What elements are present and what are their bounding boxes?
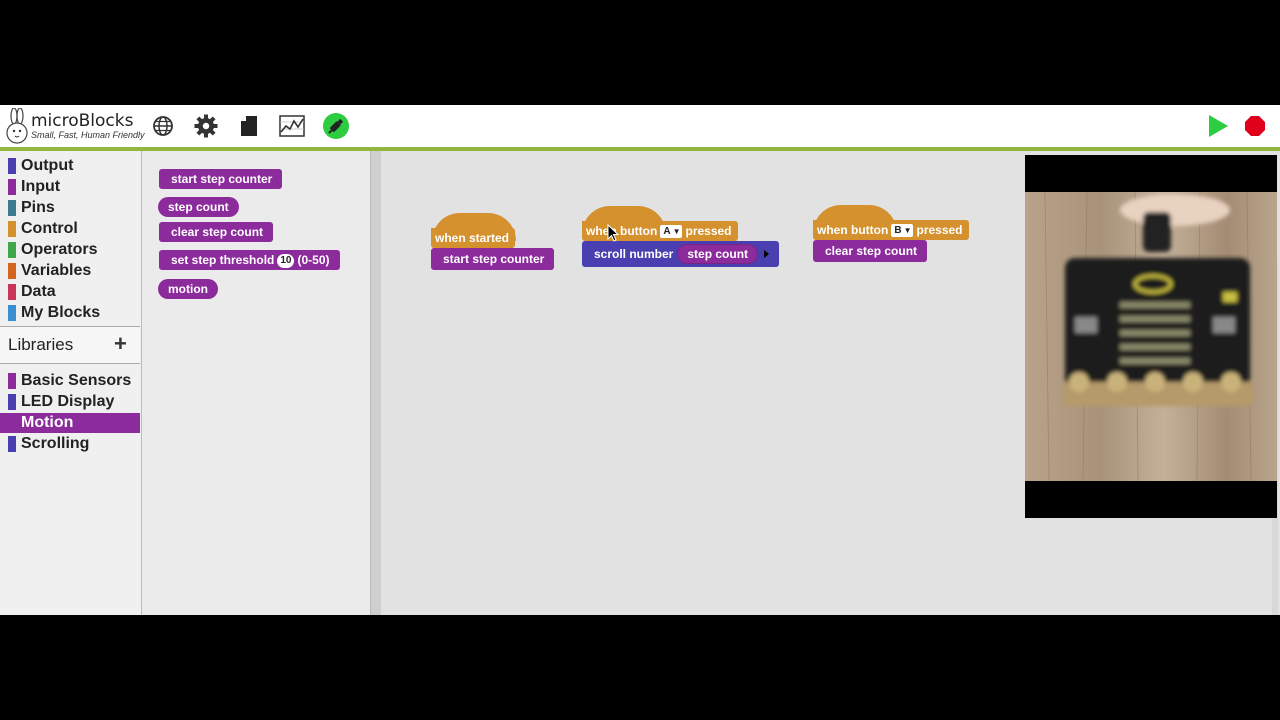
category-color-swatch	[8, 221, 16, 237]
library-motion[interactable]: Motion	[0, 413, 140, 433]
scripting-area[interactable]: when started start step counter when but…	[381, 151, 1280, 615]
dropdown-value: A	[663, 226, 671, 237]
category-color-swatch	[8, 179, 16, 195]
libraries-title: Libraries	[8, 335, 74, 354]
library-color-swatch	[8, 415, 16, 431]
palette-block-motion[interactable]: motion	[158, 279, 218, 299]
category-input[interactable]: Input	[0, 177, 140, 197]
reporter-step-count[interactable]: step count	[677, 244, 759, 264]
stop-button[interactable]	[1241, 112, 1269, 140]
usb-connected-icon	[323, 113, 349, 139]
category-pane: Output Input Pins Control Operators Vari…	[0, 151, 142, 615]
add-library-button[interactable]: +	[114, 331, 127, 356]
command-block-start-step-counter[interactable]: start step counter	[431, 248, 555, 270]
dropdown-value: B	[894, 225, 902, 236]
palette-block-clear-step-count[interactable]: clear step count	[159, 222, 274, 242]
start-button[interactable]	[1204, 112, 1232, 140]
category-label: Variables	[21, 262, 92, 279]
category-label: Pins	[21, 199, 55, 216]
category-pins[interactable]: Pins	[0, 198, 140, 218]
button-dropdown[interactable]: B▼	[891, 224, 914, 237]
category-color-swatch	[8, 284, 16, 300]
connection-button[interactable]	[322, 112, 350, 140]
block-palette: start step counter step count clear step…	[142, 151, 370, 615]
palette-block-start-step-counter[interactable]: start step counter	[159, 169, 283, 189]
category-color-swatch	[8, 263, 16, 279]
button-dropdown[interactable]: A▼	[660, 225, 683, 238]
category-label: Operators	[21, 241, 98, 258]
category-color-swatch	[8, 305, 16, 321]
block-text: pressed	[916, 223, 963, 237]
block-text: pressed	[685, 224, 732, 238]
category-my-blocks[interactable]: My Blocks	[0, 303, 140, 323]
library-label: LED Display	[21, 393, 115, 410]
library-scrolling[interactable]: Scrolling	[0, 434, 140, 454]
category-label: Output	[21, 157, 74, 174]
libraries-header: Libraries +	[0, 326, 140, 364]
category-operators[interactable]: Operators	[0, 240, 140, 260]
library-label: Scrolling	[21, 435, 90, 452]
mouse-cursor-icon	[607, 224, 619, 242]
language-button[interactable]	[149, 112, 177, 140]
dropdown-arrow-icon: ▼	[903, 226, 912, 235]
library-color-swatch	[8, 373, 16, 389]
library-label: Motion	[21, 414, 74, 431]
category-color-swatch	[8, 242, 16, 258]
library-label: Basic Sensors	[21, 372, 132, 389]
category-label: My Blocks	[21, 304, 101, 321]
category-variables[interactable]: Variables	[0, 261, 140, 281]
category-label: Data	[21, 283, 56, 300]
category-color-swatch	[8, 158, 16, 174]
graph-icon	[279, 115, 305, 137]
block-text: when button	[586, 224, 658, 238]
rabbit-logo-icon	[6, 108, 28, 144]
threshold-input[interactable]: 10	[277, 254, 295, 268]
block-text: scroll number	[594, 247, 674, 261]
globe-icon	[153, 116, 173, 136]
library-color-swatch	[8, 436, 16, 452]
gear-icon	[194, 114, 218, 138]
category-label: Input	[21, 178, 61, 195]
command-block-clear-step-count[interactable]: clear step count	[813, 240, 928, 262]
block-text: when button	[817, 223, 889, 237]
video-frame	[1025, 192, 1277, 481]
file-menu-button[interactable]	[235, 112, 263, 140]
app-title: microBlocks	[31, 111, 134, 131]
pane-divider[interactable]	[370, 151, 381, 615]
file-icon	[241, 116, 257, 136]
dropdown-arrow-icon: ▼	[672, 227, 681, 236]
category-data[interactable]: Data	[0, 282, 140, 302]
hat-block-when-started[interactable]: when started	[431, 228, 516, 248]
microbit-photo	[1025, 192, 1277, 481]
top-toolbar: microBlocks Small, Fast, Human Friendly	[0, 105, 1280, 147]
settings-button[interactable]	[192, 112, 220, 140]
stop-icon	[1245, 116, 1265, 136]
category-label: Control	[21, 220, 78, 237]
category-color-swatch	[8, 200, 16, 216]
graph-button[interactable]	[278, 112, 306, 140]
block-text: (0-50)	[297, 253, 330, 267]
block-text: set step threshold	[171, 253, 275, 267]
category-control[interactable]: Control	[0, 219, 140, 239]
palette-block-step-count[interactable]: step count	[158, 197, 239, 217]
library-color-swatch	[8, 394, 16, 410]
library-led-display[interactable]: LED Display	[0, 392, 140, 412]
app-tagline: Small, Fast, Human Friendly	[31, 130, 145, 140]
toolbar-separator	[0, 147, 1280, 151]
category-output[interactable]: Output	[0, 156, 140, 176]
expand-arrow-icon[interactable]	[764, 250, 770, 258]
video-overlay	[1025, 155, 1277, 518]
play-icon	[1209, 115, 1228, 137]
library-basic-sensors[interactable]: Basic Sensors	[0, 371, 140, 391]
